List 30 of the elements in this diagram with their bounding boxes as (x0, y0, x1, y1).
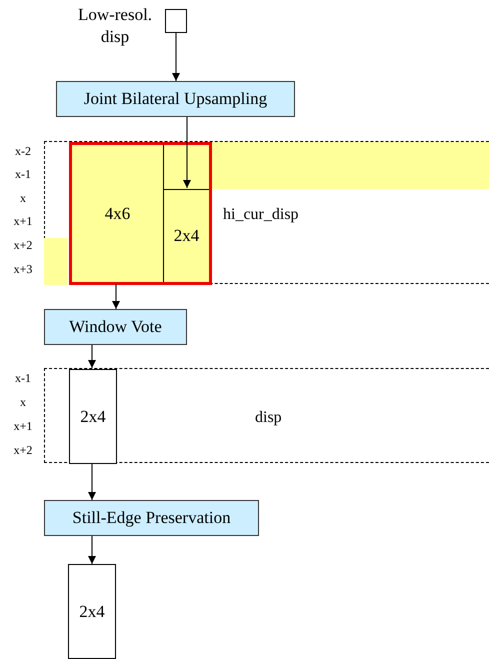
arrow (88, 536, 96, 564)
data-block: 2x4 (68, 564, 116, 659)
block-region: 2x4 (164, 189, 209, 282)
row-label: x (19, 395, 27, 410)
data-block: 2x4 (69, 369, 117, 464)
dashed-region (44, 368, 489, 463)
region-label: disp (255, 409, 282, 427)
row-label: x+2 (12, 443, 34, 458)
row-label: x (19, 191, 27, 206)
empty-box (165, 9, 187, 33)
arrow (88, 462, 96, 500)
dashed-region (44, 141, 489, 284)
row-label: x-1 (14, 167, 32, 182)
block-region: 4x6 (72, 145, 164, 282)
row-label: x+2 (12, 238, 34, 253)
row-label: x-2 (14, 144, 32, 159)
process-box: Still-Edge Preservation (44, 500, 259, 536)
arrow (112, 284, 120, 310)
node-caption: Low-resol. disp (76, 4, 154, 48)
process-box: Window Vote (44, 309, 187, 345)
arrow (172, 32, 180, 82)
row-label: x+3 (12, 262, 34, 277)
region-label: hi_cur_disp (223, 206, 299, 224)
row-label: x-1 (14, 371, 32, 386)
row-label: x+1 (12, 419, 34, 434)
process-box: Joint Bilateral Upsampling (56, 81, 295, 117)
highlight-frame (69, 142, 212, 285)
arrow (183, 116, 191, 188)
arrow (88, 344, 96, 368)
row-label: x+1 (12, 214, 34, 229)
